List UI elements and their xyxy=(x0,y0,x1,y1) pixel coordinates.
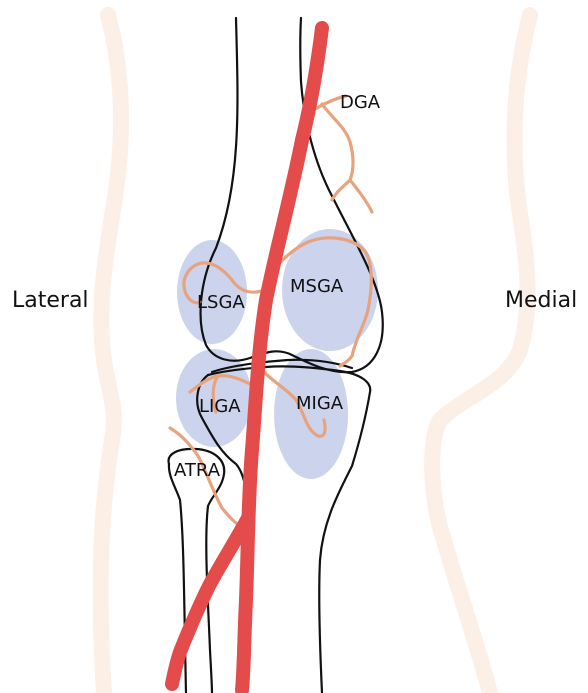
leg-outline-right xyxy=(432,15,530,693)
lateral-label: Lateral xyxy=(12,288,89,313)
dga-label: DGA xyxy=(340,92,381,113)
medial-label: Medial xyxy=(505,288,577,313)
dga-branch xyxy=(308,96,372,212)
msga-label: MSGA xyxy=(290,276,344,297)
lsga-label: LSGA xyxy=(197,292,245,313)
liga-label: LIGA xyxy=(199,396,241,417)
atra-label: ATRA xyxy=(174,460,221,481)
miga-label: MIGA xyxy=(296,393,344,414)
leg-outline-left xyxy=(101,15,121,693)
